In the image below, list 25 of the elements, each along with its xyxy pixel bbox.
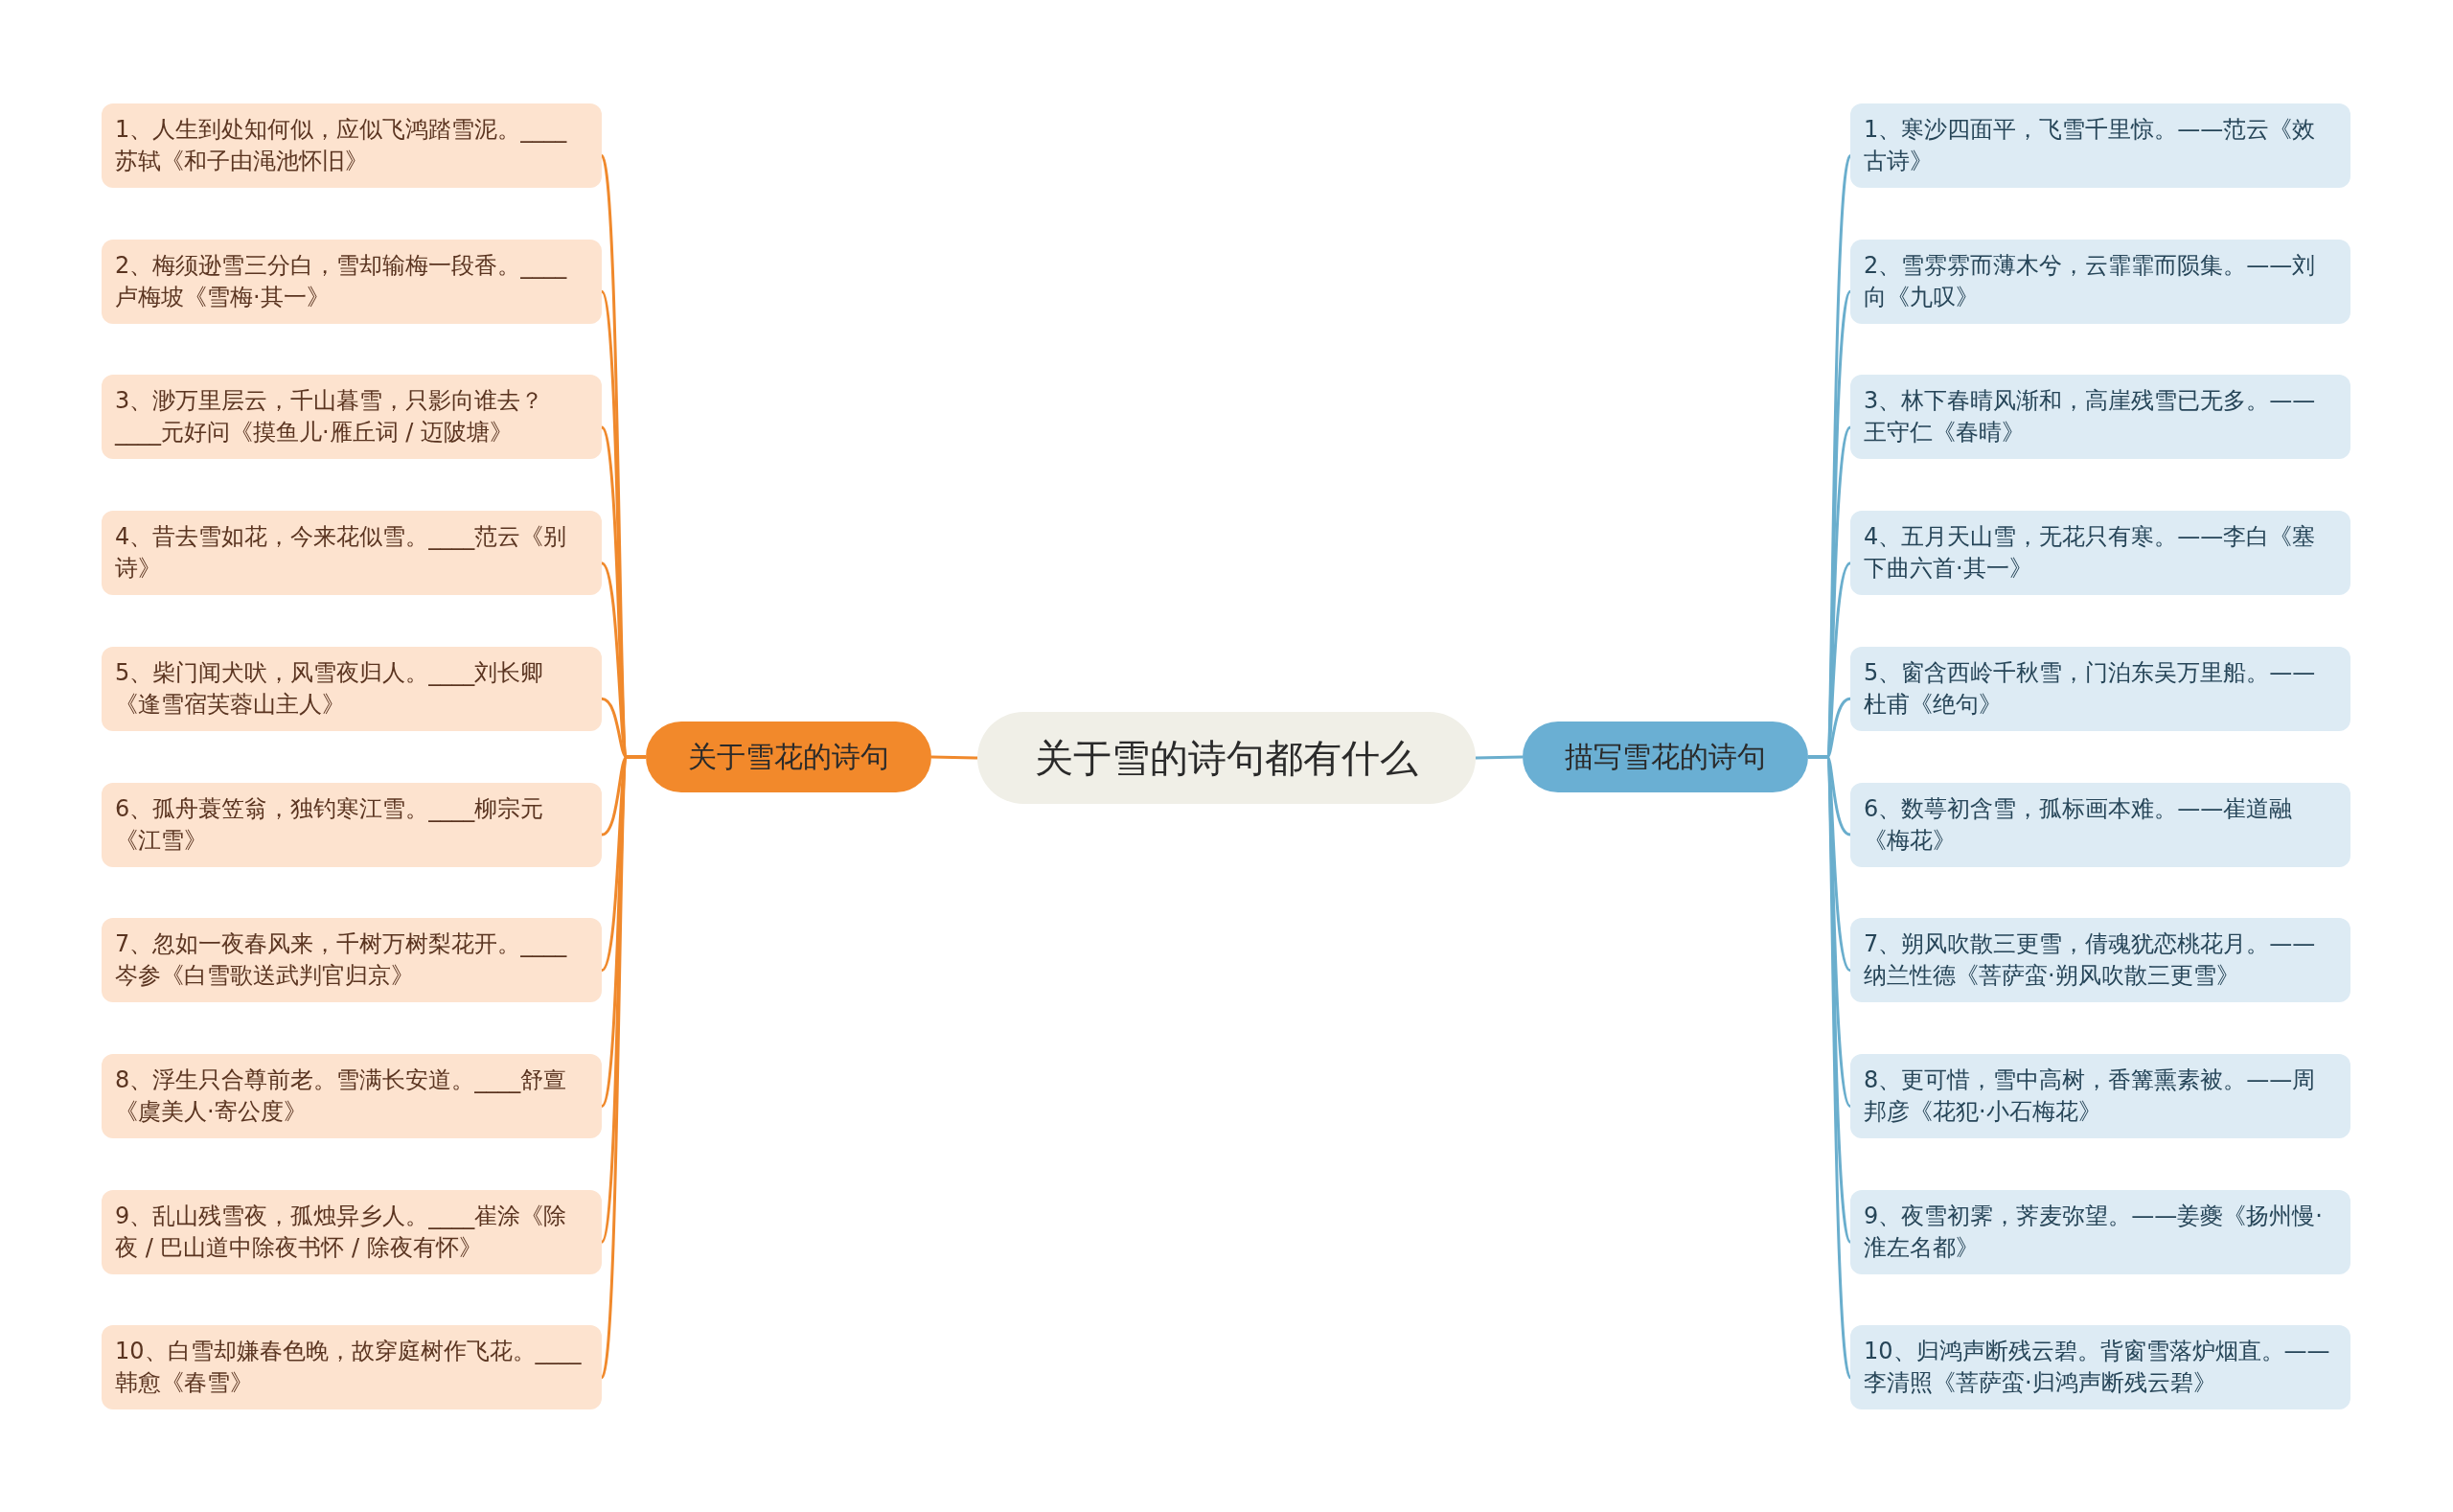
poem-card: 7、朔风吹散三更雪，倩魂犹恋桃花月。——纳兰性德《菩萨蛮·朔风吹散三更雪》 [1850, 918, 2350, 1003]
poem-card: 10、白雪却嫌春色晚，故穿庭树作飞花。____韩愈《春雪》 [102, 1325, 602, 1410]
poem-card: 2、雪雰雰而薄木兮，云霏霏而陨集。——刘向《九叹》 [1850, 239, 2350, 324]
poem-card: 9、夜雪初霁，荠麦弥望。——姜夔《扬州慢·淮左名都》 [1850, 1189, 2350, 1274]
poem-card: 5、柴门闻犬吠，风雪夜归人。____刘长卿《逢雪宿芙蓉山主人》 [102, 646, 602, 731]
poem-card: 2、梅须逊雪三分白，雪却输梅一段香。____卢梅坡《雪梅·其一》 [102, 239, 602, 324]
poem-card: 6、数萼初含雪，孤标画本难。——崔道融《梅花》 [1850, 782, 2350, 867]
poem-card: 5、窗含西岭千秋雪，门泊东吴万里船。——杜甫《绝句》 [1850, 646, 2350, 731]
poem-card: 6、孤舟蓑笠翁，独钓寒江雪。____柳宗元《江雪》 [102, 782, 602, 867]
branch-topic: 关于雪花的诗句 [646, 722, 931, 792]
connector-line [1475, 755, 1524, 760]
connector-line [930, 755, 978, 760]
branch-topic: 描写雪花的诗句 [1523, 722, 1808, 792]
poem-card: 1、寒沙四面平，飞雪千里惊。——范云《效古诗》 [1850, 103, 2350, 188]
poem-card: 10、归鸿声断残云碧。背窗雪落炉烟直。——李清照《菩萨蛮·归鸿声断残云碧》 [1850, 1325, 2350, 1410]
poem-card: 4、昔去雪如花，今来花似雪。____范云《别诗》 [102, 511, 602, 596]
poem-card: 8、浮生只合尊前老。雪满长安道。____舒亶《虞美人·寄公度》 [102, 1053, 602, 1138]
poem-card: 7、忽如一夜春风来，千树万树梨花开。____岑参《白雪歌送武判官归京》 [102, 918, 602, 1003]
poem-card: 1、人生到处知何似，应似飞鸿踏雪泥。____苏轼《和子由渑池怀旧》 [102, 103, 602, 188]
poem-card: 3、林下春晴风渐和，高崖残雪已无多。——王守仁《春晴》 [1850, 375, 2350, 460]
poem-card: 9、乱山残雪夜，孤烛异乡人。____崔涂《除夜 / 巴山道中除夜书怀 / 除夜有怀》 [102, 1189, 602, 1274]
poem-card: 8、更可惜，雪中高树，香篝熏素被。——周邦彦《花犯·小石梅花》 [1850, 1053, 2350, 1138]
central-topic: 关于雪的诗句都有什么 [977, 712, 1476, 804]
poem-card: 3、渺万里层云，千山暮雪，只影向谁去？____元好问《摸鱼儿·雁丘词 / 迈陂塘》 [102, 375, 602, 460]
poem-card: 4、五月天山雪，无花只有寒。——李白《塞下曲六首·其一》 [1850, 511, 2350, 596]
